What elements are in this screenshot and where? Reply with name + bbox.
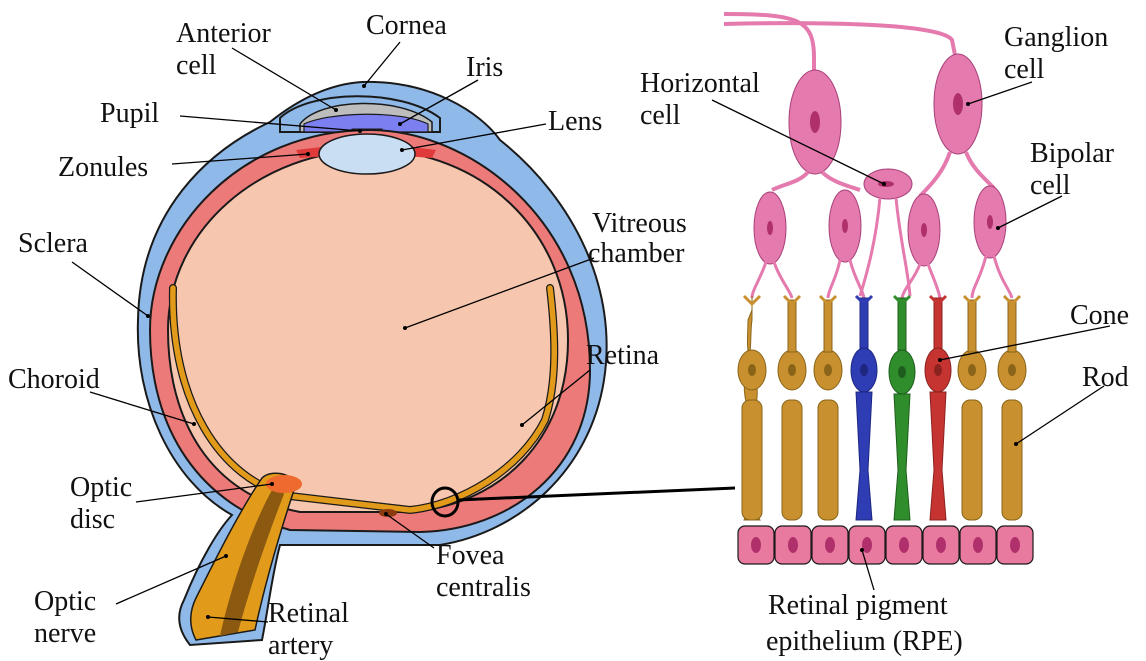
bipolar-dendrites xyxy=(752,256,1012,298)
rpe-cell xyxy=(775,526,811,564)
rpe-cell xyxy=(738,526,774,564)
photoreceptors xyxy=(738,296,1026,520)
lens xyxy=(319,134,415,174)
rod-4 xyxy=(958,300,986,520)
bipolar-cell-1 xyxy=(754,192,786,264)
label-optic-disc: disc xyxy=(70,504,115,535)
rpe-cell xyxy=(886,526,922,564)
label-ganglion-cell: cell xyxy=(1004,54,1045,85)
label-rod: Rod xyxy=(1082,362,1129,393)
label-retinal-artery: artery xyxy=(268,630,333,661)
label-vitreous-chamber: Vitreous xyxy=(592,208,687,239)
rpe-layer xyxy=(738,526,1033,564)
synaptic-terminals xyxy=(744,296,1020,304)
rod-2 xyxy=(778,300,806,520)
label-anterior-cell: cell xyxy=(176,50,217,81)
label-ganglion-cell: Ganglion xyxy=(1004,22,1108,53)
label-fovea-centralis: Fovea xyxy=(436,540,505,571)
label-choroid: Choroid xyxy=(8,364,100,395)
bipolar-cell-4 xyxy=(974,186,1006,258)
rpe-cell xyxy=(960,526,996,564)
rod-1 xyxy=(738,296,766,520)
cone-green xyxy=(889,298,915,520)
axon-right xyxy=(724,23,956,60)
ganglion-cell-left xyxy=(772,70,860,190)
bipolar-cell-2 xyxy=(829,190,861,262)
label-vitreous-chamber: chamber xyxy=(588,238,685,269)
rpe-cell xyxy=(923,526,959,564)
ganglion-cell-right xyxy=(920,54,994,196)
label-bipolar-cell: Bipolar xyxy=(1030,138,1115,169)
label-iris: Iris xyxy=(466,52,503,83)
label-optic-disc: Optic xyxy=(70,472,132,503)
label-bipolar-cell: cell xyxy=(1030,170,1071,201)
cone-blue xyxy=(851,298,877,520)
horizontal-cell xyxy=(860,169,912,296)
label-rpe: epithelium (RPE) xyxy=(766,626,963,657)
rpe-cell xyxy=(849,526,885,564)
retina-detail xyxy=(724,14,1033,564)
rpe-cell xyxy=(812,526,848,564)
label-cornea: Cornea xyxy=(366,10,447,41)
label-fovea-centralis: centralis xyxy=(436,572,531,603)
rpe-cell xyxy=(997,526,1033,564)
label-rpe: Retinal pigment xyxy=(768,590,948,621)
rod-5 xyxy=(998,300,1026,520)
label-zonules: Zonules xyxy=(58,152,148,183)
label-horizontal-cell: cell xyxy=(640,100,681,131)
label-optic-nerve: nerve xyxy=(34,618,96,649)
label-cone: Cone xyxy=(1070,300,1129,331)
label-sclera: Sclera xyxy=(18,228,89,259)
bipolar-cell-3 xyxy=(908,194,940,266)
rod-3 xyxy=(814,300,842,520)
label-pupil: Pupil xyxy=(100,98,159,129)
label-lens: Lens xyxy=(548,106,602,137)
label-retina: Retina xyxy=(586,340,660,371)
label-anterior-cell: Anterior xyxy=(176,18,272,49)
label-optic-nerve: Optic xyxy=(34,586,96,617)
label-retinal-artery: Retinal xyxy=(268,598,349,629)
cone-red xyxy=(925,298,951,520)
label-horizontal-cell: Horizontal xyxy=(640,68,760,99)
